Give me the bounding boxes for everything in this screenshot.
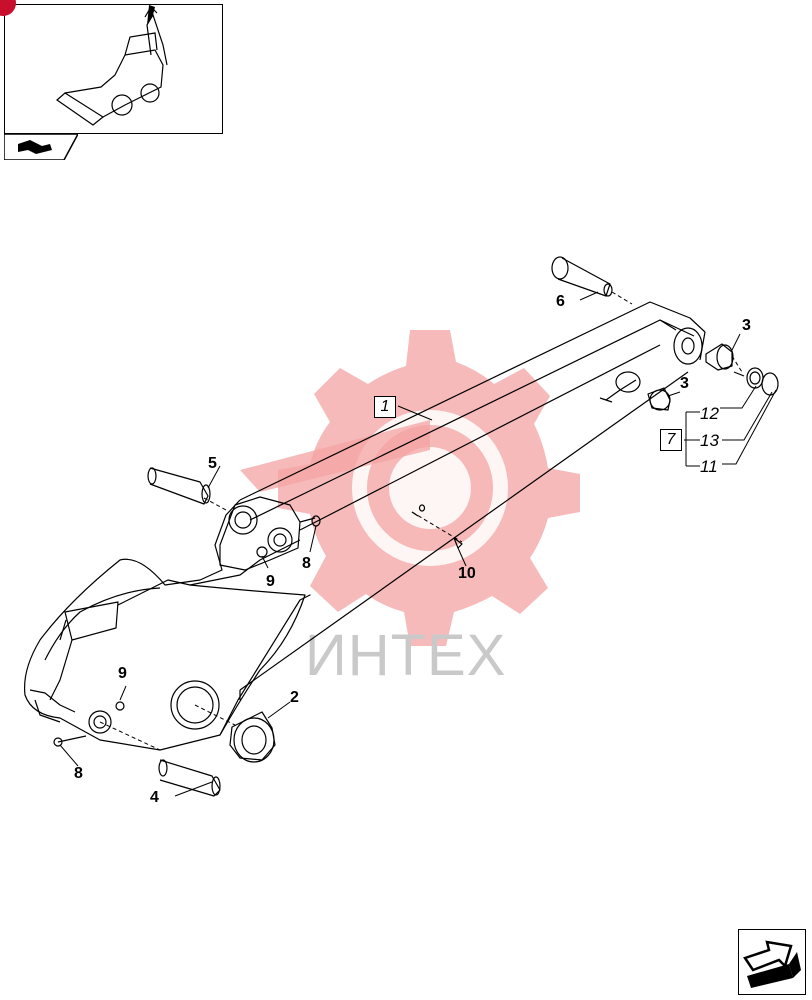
backhoe-loader-thumbnail-icon bbox=[56, 5, 168, 126]
callout-4: 4 bbox=[150, 789, 159, 806]
next-page-arrow-icon bbox=[743, 940, 801, 988]
callout-12: 12 bbox=[700, 404, 719, 423]
watermark-text: ИНТЕХ bbox=[305, 623, 507, 688]
callout-11: 11 bbox=[700, 457, 718, 476]
callout-8-lower: 8 bbox=[74, 765, 83, 782]
machine-thumbnail bbox=[4, 4, 223, 134]
arm-lower-edge bbox=[239, 371, 689, 691]
status-badge bbox=[0, 0, 16, 16]
callout-13: 13 bbox=[700, 431, 719, 450]
callout-9-upper: 9 bbox=[266, 573, 275, 590]
callout-8-upper: 8 bbox=[302, 555, 311, 572]
callout-3-top: 3 bbox=[742, 317, 751, 334]
callout-3-lower: 3 bbox=[680, 375, 689, 392]
view-arrow-icon bbox=[4, 134, 78, 160]
callout-9-lower: 9 bbox=[118, 665, 127, 682]
arm-top-edge bbox=[239, 301, 706, 501]
callout-7: 7 bbox=[660, 429, 682, 451]
callout-2: 2 bbox=[290, 689, 299, 706]
callout-1: 1 bbox=[374, 396, 396, 418]
next-page-button[interactable] bbox=[738, 929, 806, 995]
callout-6: 6 bbox=[556, 293, 565, 310]
callout-10: 10 bbox=[458, 565, 476, 582]
callout-5: 5 bbox=[208, 455, 217, 472]
